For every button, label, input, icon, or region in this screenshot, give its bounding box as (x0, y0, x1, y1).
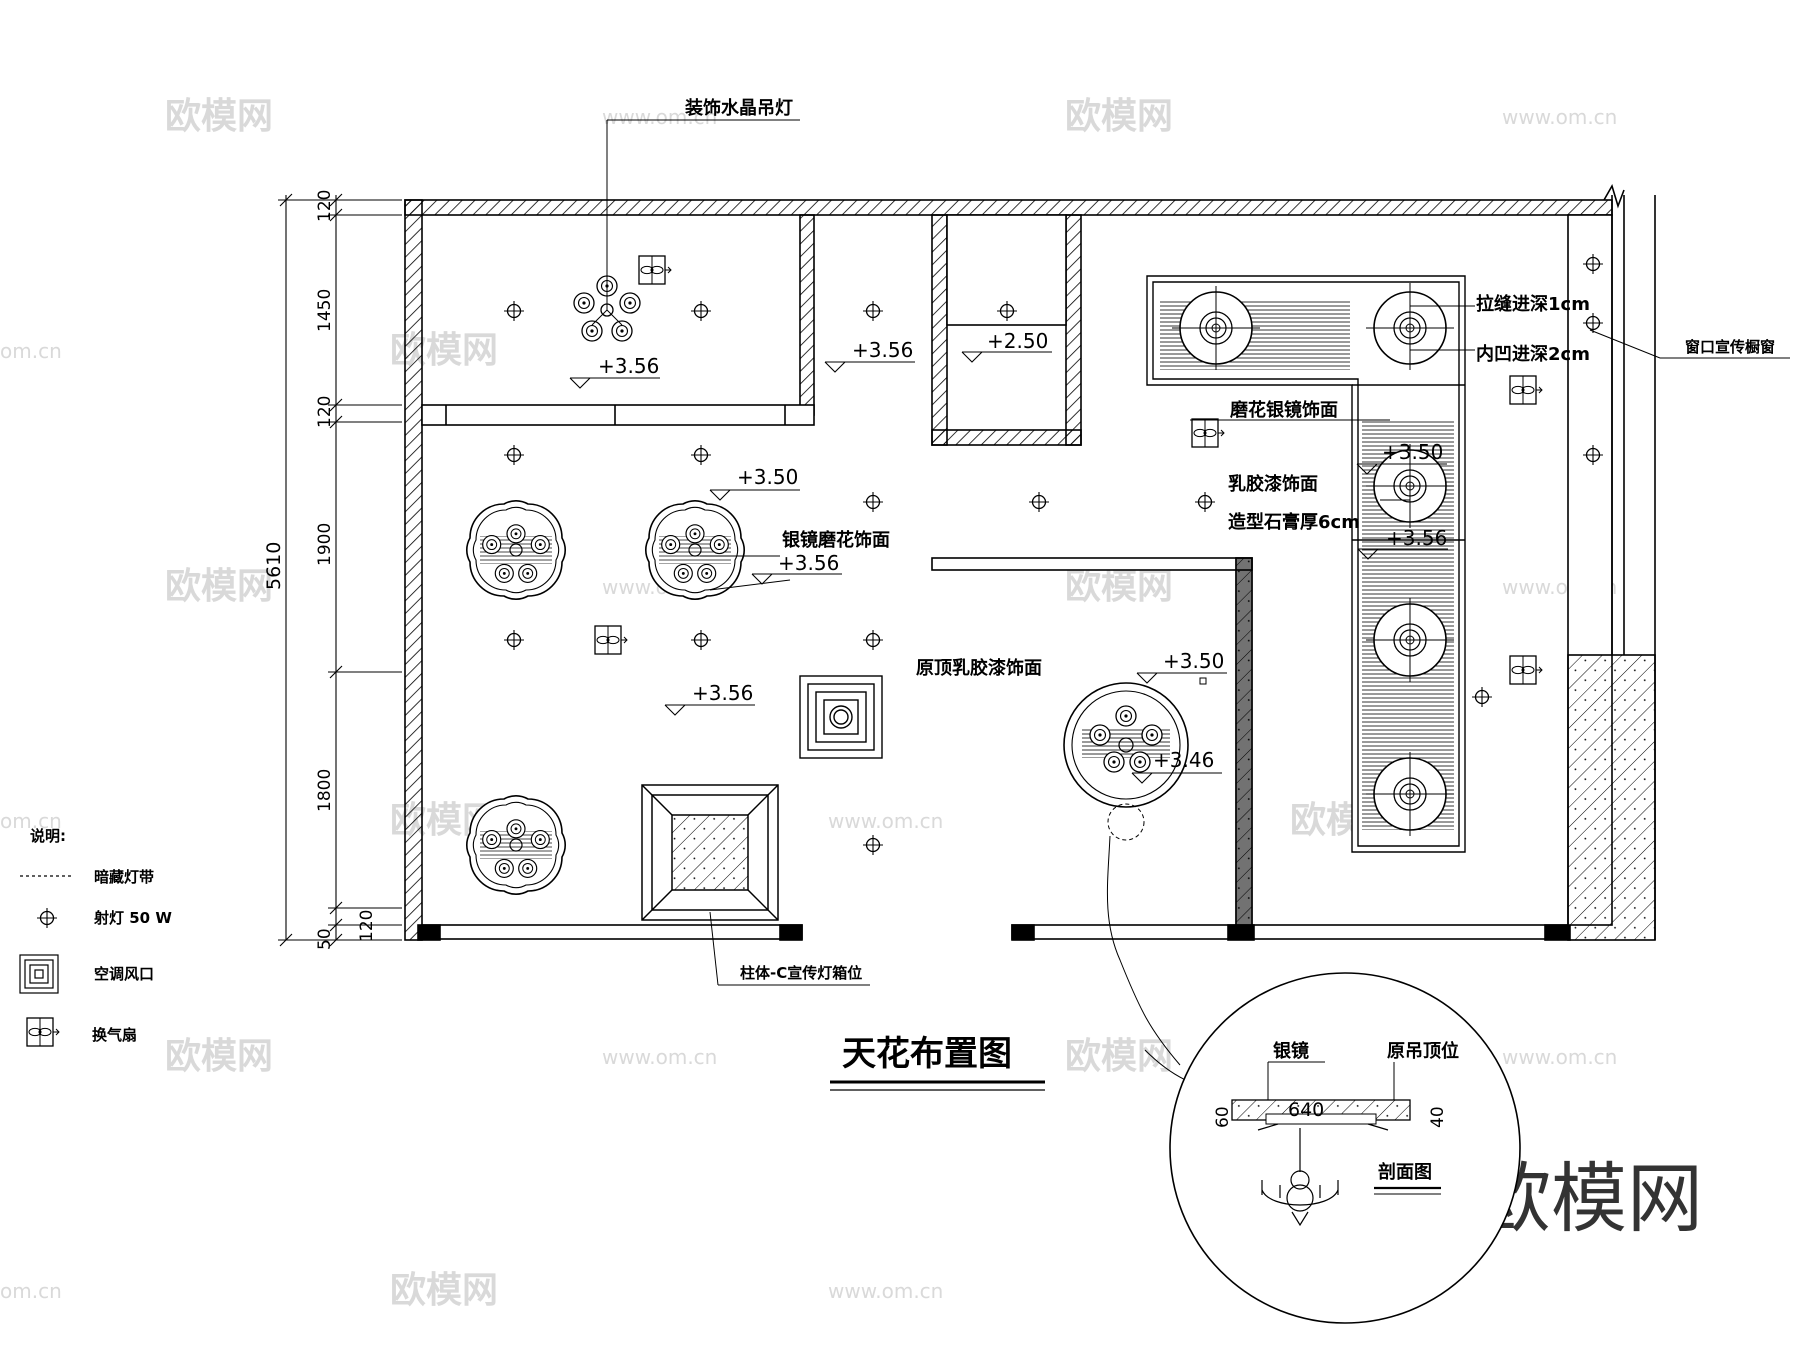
level-label: +3.56 (778, 551, 839, 575)
level-label: +3.46 (1153, 748, 1214, 772)
label-chandelier: 装饰水晶吊灯 (685, 97, 793, 119)
watermark-url: www.om.cn (1502, 105, 1617, 129)
level-label: +3.50 (1382, 440, 1443, 464)
watermark-url: www.om.cn (602, 1045, 717, 1069)
section-detail: 银镜 原吊顶位 640 60 40 剖面图 (1169, 972, 1521, 1324)
level-label: +3.50 (737, 465, 798, 489)
column-light-box (641, 784, 779, 921)
round-lamp (1063, 682, 1189, 841)
spotlight-icon (690, 444, 712, 466)
exhaust-fan-icon (1509, 655, 1543, 685)
air-vent (799, 675, 883, 759)
section-dimension-right: 40 (1428, 1106, 1448, 1128)
leader-lines (606, 119, 1790, 1096)
dimension-label: 120 (357, 910, 377, 942)
label-original-latex: 原顶乳胶漆饰面 (916, 657, 1042, 679)
annotations: 装饰水晶吊灯 银镜磨花饰面 原顶乳胶漆饰面 磨花银镜饰面 乳胶漆饰面 造型石膏厚… (685, 97, 1775, 982)
label-column-box: 柱体-C宣传灯箱位 (740, 964, 862, 982)
section-dimension-left: 60 (1213, 1106, 1233, 1128)
spotlight-icon (690, 629, 712, 651)
watermark-logo: 欧模网 (390, 1270, 498, 1311)
legend-label: 暗藏灯带 (94, 868, 154, 886)
spotlight-icon (862, 300, 884, 322)
watermark-logo: 欧模网 (1065, 96, 1173, 137)
exhaust-fan-icon (26, 1017, 60, 1047)
spotlight-icon (862, 834, 884, 856)
legend-label: 射灯 50 W (93, 909, 172, 927)
spotlight-icon (1028, 491, 1050, 513)
dimension-label: 1450 (315, 289, 335, 332)
watermark-url: www.om.cn (828, 809, 943, 833)
section-label-mirror: 银镜 (1273, 1040, 1309, 1062)
dimension-total: 5610 (263, 542, 285, 590)
legend-heading: 说明: (30, 827, 66, 845)
drawing-title-block: 天花布置图 (830, 1034, 1045, 1091)
drawing-title: 天花布置图 (842, 1034, 1012, 1074)
section-caption: 剖面图 (1378, 1161, 1432, 1183)
spotlight-icon (862, 491, 884, 513)
watermark-logo: 欧模网 (1065, 1036, 1173, 1077)
watermark-domain: om.cn (0, 339, 62, 363)
dimension-chain (278, 193, 402, 947)
label-gypsum: 造型石膏厚6cm (1228, 511, 1360, 533)
watermark-logo: 欧模网 (165, 566, 273, 607)
watermark-domain: om.cn (0, 1279, 62, 1303)
watermark-domain: om.cn (0, 809, 62, 833)
dimension-label: 1900 (315, 523, 335, 566)
spotlight-icon (503, 444, 525, 466)
spotlight-icon (862, 629, 884, 651)
exhaust-fan-icon (1509, 375, 1543, 405)
level-label: +3.56 (852, 338, 913, 362)
spotlight-icon (1471, 686, 1493, 708)
label-latex-paint: 乳胶漆饰面 (1228, 473, 1318, 495)
quatrefoil-lamp (646, 501, 744, 599)
level-label: +3.56 (598, 354, 659, 378)
dimension-label: 1800 (315, 769, 335, 812)
level-markers: +3.56 +3.56 +2.50 +3.50 +3.56 +3.56 +3.5… (569, 329, 1449, 784)
walls (404, 183, 1656, 941)
watermark-logo: 欧模网 (1065, 566, 1173, 607)
label-mirror-frosted: 银镜磨花饰面 (782, 529, 890, 551)
air-vent-icon (19, 954, 59, 994)
watermark-logo: 欧模网 (165, 96, 273, 137)
exhaust-fan-icon (594, 625, 628, 655)
chandelier-elevation-icon (1261, 1128, 1339, 1227)
label-seam: 拉缝进深1cm (1476, 293, 1590, 315)
label-frosted-silver: 磨花银镜饰面 (1230, 399, 1338, 421)
spotlight-icon (690, 300, 712, 322)
legend-label: 换气扇 (92, 1026, 137, 1044)
section-label-ceiling: 原吊顶位 (1387, 1040, 1459, 1062)
exhaust-fan-icon (638, 255, 672, 285)
dimension-label: 50 (315, 928, 335, 950)
section-dimension-width: 640 (1288, 1099, 1324, 1121)
level-label: +3.50 (1163, 649, 1224, 673)
legend-label: 空调风口 (94, 965, 154, 983)
level-label: +2.50 (987, 329, 1048, 353)
spotlight-icon (503, 300, 525, 322)
watermark-logo: 欧模网 (165, 1036, 273, 1077)
dimension-labels: 5610 120 1450 120 1900 1800 120 50 (263, 190, 377, 950)
level-label: +3.56 (692, 681, 753, 705)
legend: 说明: 暗藏灯带 射灯 50 W 空调风口 换气扇 (19, 827, 172, 1047)
dimension-label: 120 (315, 190, 335, 222)
label-recess: 内凹进深2cm (1476, 343, 1590, 365)
watermark-url: www.om.cn (1502, 1045, 1617, 1069)
spotlight-icon (1194, 491, 1216, 513)
level-label: +3.56 (1386, 526, 1447, 550)
exhaust-fan-icon (1191, 418, 1225, 448)
spotlight-icon (503, 629, 525, 651)
watermark-url: www.om.cn (602, 105, 717, 129)
quatrefoil-lamp (467, 796, 565, 894)
watermark-url: www.om.cn (828, 1279, 943, 1303)
spotlight-icon (36, 907, 58, 929)
dimension-label: 120 (315, 396, 335, 428)
decorative-fixtures (467, 275, 1455, 894)
label-window-display: 窗口宣传橱窗 (1685, 338, 1775, 356)
quatrefoil-lamp (467, 501, 565, 599)
